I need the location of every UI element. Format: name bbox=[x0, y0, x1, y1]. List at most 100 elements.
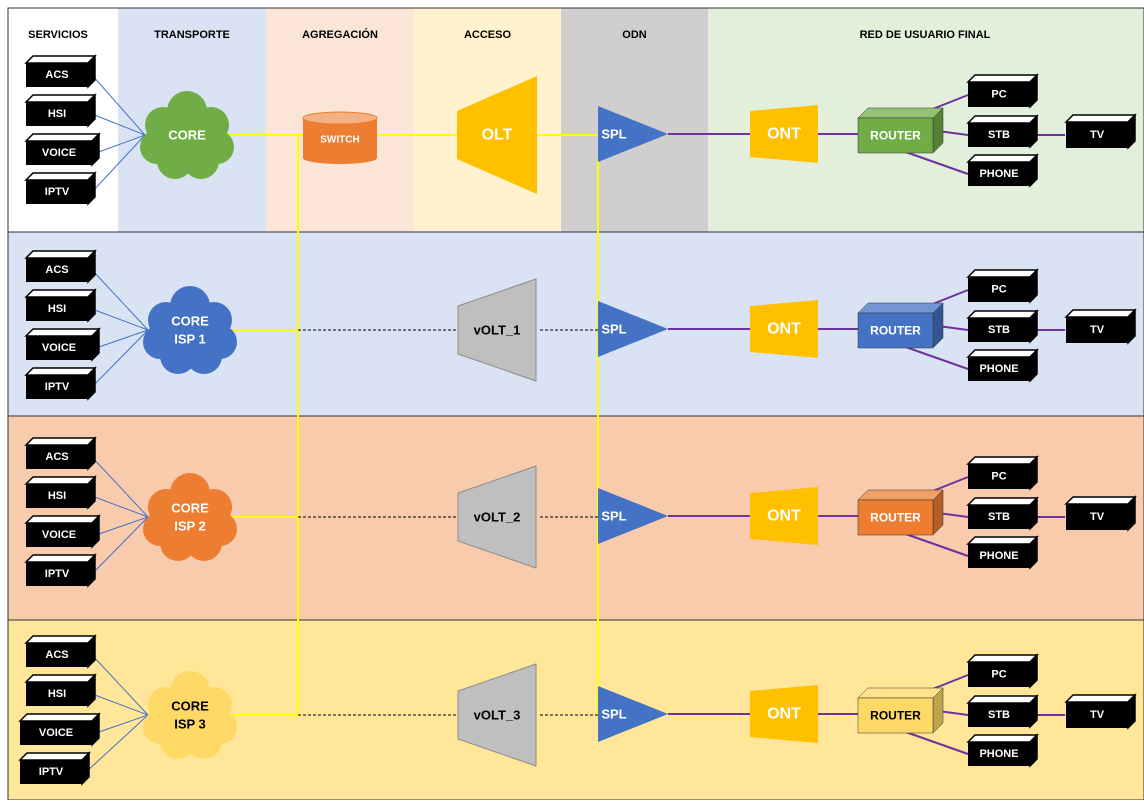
volt-label: vOLT_3 bbox=[474, 708, 521, 723]
service-link bbox=[91, 134, 146, 193]
device-pc: PC bbox=[966, 653, 1039, 689]
switch: SWITCH bbox=[302, 111, 378, 164]
device-tv: TV bbox=[1064, 308, 1137, 345]
box-front bbox=[26, 336, 92, 360]
core-isp-label: ISP 2 bbox=[174, 519, 206, 534]
box-front bbox=[968, 703, 1030, 727]
service-link bbox=[91, 308, 149, 331]
ont: ONT bbox=[750, 487, 818, 545]
device-stb-label: STB bbox=[988, 129, 1010, 141]
ont: ONT bbox=[750, 300, 818, 358]
device-pc: PC bbox=[966, 268, 1039, 304]
box-top bbox=[966, 497, 1039, 506]
service-acs-label: ACS bbox=[45, 451, 68, 463]
box-top bbox=[24, 250, 97, 259]
service-acs: ACS bbox=[24, 436, 97, 471]
box-front bbox=[20, 721, 92, 745]
router-front bbox=[857, 499, 934, 536]
service-link bbox=[91, 113, 146, 136]
volt-shape bbox=[457, 278, 537, 382]
device-phone: PHONE bbox=[966, 153, 1039, 188]
device-pc-label: PC bbox=[991, 471, 1006, 483]
volt: vOLT_1 bbox=[457, 278, 537, 382]
box-front bbox=[26, 141, 92, 165]
router-front bbox=[857, 117, 934, 154]
core-isp-label: ISP 1 bbox=[174, 332, 206, 347]
device-phone-label: PHONE bbox=[979, 363, 1018, 375]
service-hsi-label: HSI bbox=[48, 688, 66, 700]
device-tv-label: TV bbox=[1090, 129, 1105, 141]
device-stb-label: STB bbox=[988, 511, 1010, 523]
box-front bbox=[968, 123, 1030, 147]
switch-body bbox=[303, 118, 377, 158]
box-top bbox=[24, 328, 101, 337]
ont-shape bbox=[750, 105, 818, 163]
device-pc-label: PC bbox=[991, 89, 1006, 101]
box-front bbox=[968, 82, 1030, 107]
service-link bbox=[95, 134, 146, 154]
box-front bbox=[26, 180, 88, 204]
box-front bbox=[26, 63, 88, 87]
core-cloud: CORE ISP 1 bbox=[143, 286, 237, 374]
box-side bbox=[1127, 495, 1136, 532]
device-stb: STB bbox=[966, 309, 1039, 344]
box-front bbox=[1066, 122, 1128, 148]
box-top bbox=[966, 310, 1039, 319]
box-front bbox=[968, 662, 1030, 687]
ont: ONT bbox=[750, 105, 818, 163]
box-front bbox=[20, 760, 82, 784]
cloud-lobe bbox=[162, 306, 218, 362]
volt: vOLT_2 bbox=[457, 465, 537, 569]
ont-label: ONT bbox=[767, 126, 801, 143]
service-iptv: IPTV bbox=[24, 171, 97, 206]
core-label: CORE bbox=[171, 699, 209, 714]
box-front bbox=[26, 643, 88, 667]
olt: OLT bbox=[457, 76, 537, 194]
service-voice: VOICE bbox=[24, 514, 101, 549]
box-top bbox=[966, 349, 1039, 358]
box-front bbox=[1066, 702, 1128, 728]
switch-top bbox=[302, 111, 378, 125]
service-iptv-label: IPTV bbox=[45, 568, 70, 580]
router-label: ROUTER bbox=[870, 324, 921, 338]
service-voice: VOICE bbox=[18, 712, 101, 747]
service-iptv-label: IPTV bbox=[45, 381, 70, 393]
box-front bbox=[26, 258, 88, 282]
user-link bbox=[899, 149, 969, 175]
box-top bbox=[24, 172, 97, 181]
device-phone-label: PHONE bbox=[979, 748, 1018, 760]
box-side bbox=[1127, 113, 1136, 150]
service-acs-label: ACS bbox=[45, 649, 68, 661]
service-iptv-label: IPTV bbox=[39, 766, 64, 778]
device-stb: STB bbox=[966, 496, 1039, 531]
box-top bbox=[24, 289, 97, 298]
router-top bbox=[857, 489, 944, 501]
service-link bbox=[85, 714, 149, 773]
device-stb: STB bbox=[966, 114, 1039, 149]
box-front bbox=[26, 682, 88, 706]
box-front bbox=[1066, 504, 1128, 530]
device-tv-label: TV bbox=[1090, 511, 1105, 523]
service-acs: ACS bbox=[24, 249, 97, 284]
volt-label: vOLT_2 bbox=[474, 510, 521, 525]
box-front bbox=[26, 562, 88, 586]
core-label: CORE bbox=[171, 314, 209, 329]
volt-shape bbox=[457, 663, 537, 767]
service-link bbox=[91, 693, 149, 716]
service-link bbox=[95, 516, 149, 536]
box-top bbox=[1064, 114, 1137, 123]
service-link bbox=[91, 74, 146, 136]
cloud-lobe bbox=[159, 111, 215, 167]
box-top bbox=[1064, 496, 1137, 505]
core-isp-label: ISP 3 bbox=[174, 717, 206, 732]
service-voice-label: VOICE bbox=[42, 342, 76, 354]
box-top bbox=[24, 476, 97, 485]
box-top bbox=[966, 536, 1039, 545]
splitter-label: SPL bbox=[601, 707, 626, 722]
column-bg bbox=[561, 8, 708, 232]
core-label: CORE bbox=[168, 128, 206, 143]
core-label: CORE bbox=[171, 501, 209, 516]
splitter: SPL bbox=[598, 301, 668, 357]
box-top bbox=[18, 713, 101, 722]
